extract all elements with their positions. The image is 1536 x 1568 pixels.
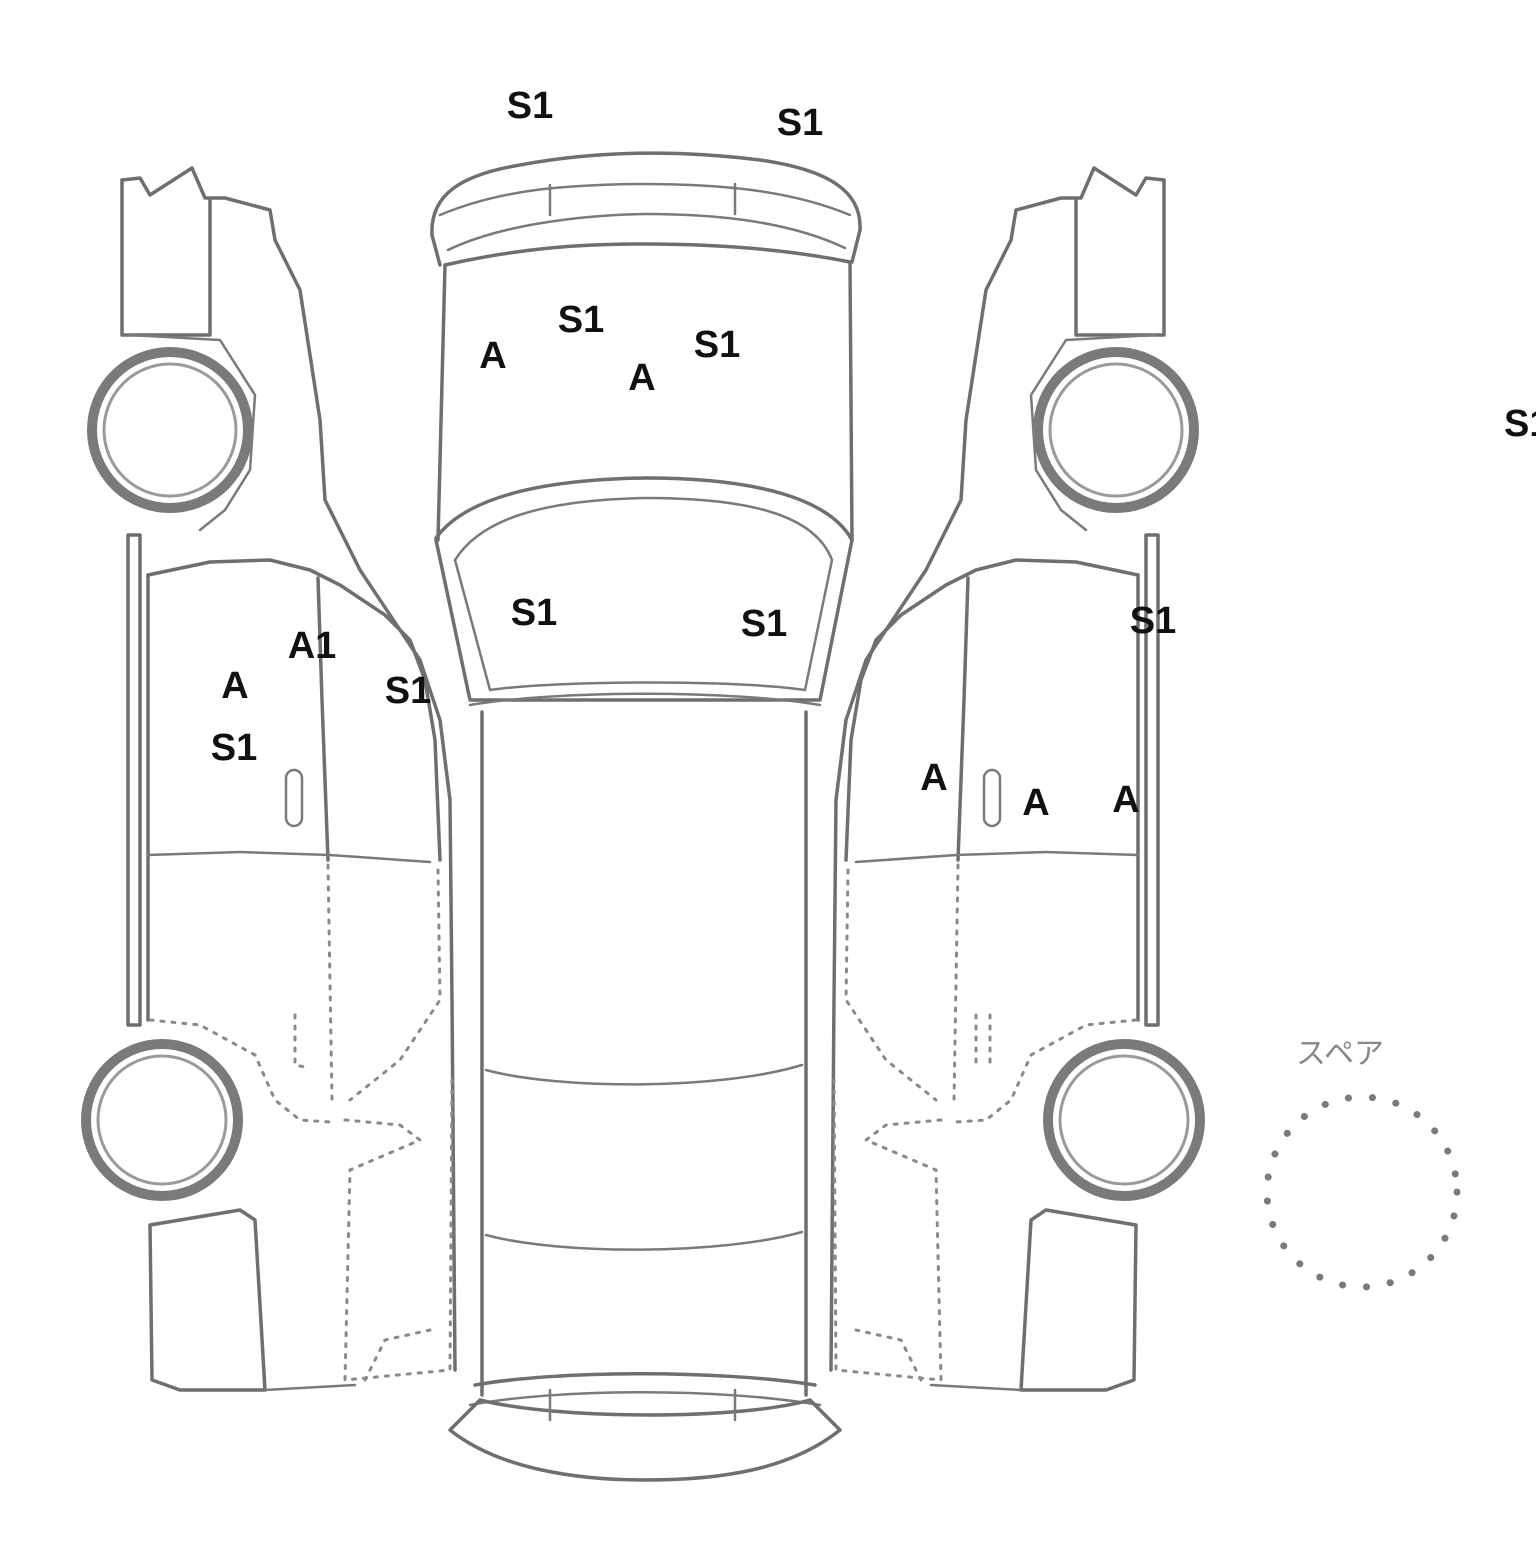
mark-front-bumper-right: S1 bbox=[777, 102, 823, 144]
spare-tire: スペア bbox=[1263, 1037, 1461, 1291]
spare-tire-outline bbox=[1263, 1093, 1461, 1291]
mark-right-front-door-1: A bbox=[920, 757, 947, 799]
mark-left-front-door-s1: S1 bbox=[211, 727, 257, 769]
mark-bonnet-4: S1 bbox=[694, 324, 740, 366]
mark-right-front-door-3: A bbox=[1112, 779, 1139, 821]
mark-right-front-door-2: A bbox=[1022, 782, 1049, 824]
mark-windshield-right: S1 bbox=[741, 603, 787, 645]
mark-bonnet-3: A bbox=[628, 357, 655, 399]
left-side-view bbox=[81, 166, 457, 1392]
mark-far-right-edge: S1 bbox=[1504, 403, 1536, 445]
right-side-view bbox=[829, 166, 1205, 1392]
mark-left-front-door-a: A bbox=[221, 665, 248, 707]
mark-windshield-left: S1 bbox=[511, 592, 557, 634]
top-view bbox=[430, 151, 862, 1482]
mark-bonnet-2: S1 bbox=[558, 299, 604, 341]
spare-label: スペア bbox=[1296, 1037, 1384, 1072]
damage-marks: S1 S1 A S1 A S1 S1 S1 A1 A S1 S1 S1 A A … bbox=[211, 85, 1536, 824]
mark-left-a-pillar: S1 bbox=[385, 670, 431, 712]
mark-bonnet-1: A bbox=[479, 335, 506, 377]
mark-left-front-door-a1: A1 bbox=[288, 625, 337, 667]
mark-right-a-pillar: S1 bbox=[1130, 600, 1176, 642]
mark-front-bumper-left: S1 bbox=[507, 85, 553, 127]
